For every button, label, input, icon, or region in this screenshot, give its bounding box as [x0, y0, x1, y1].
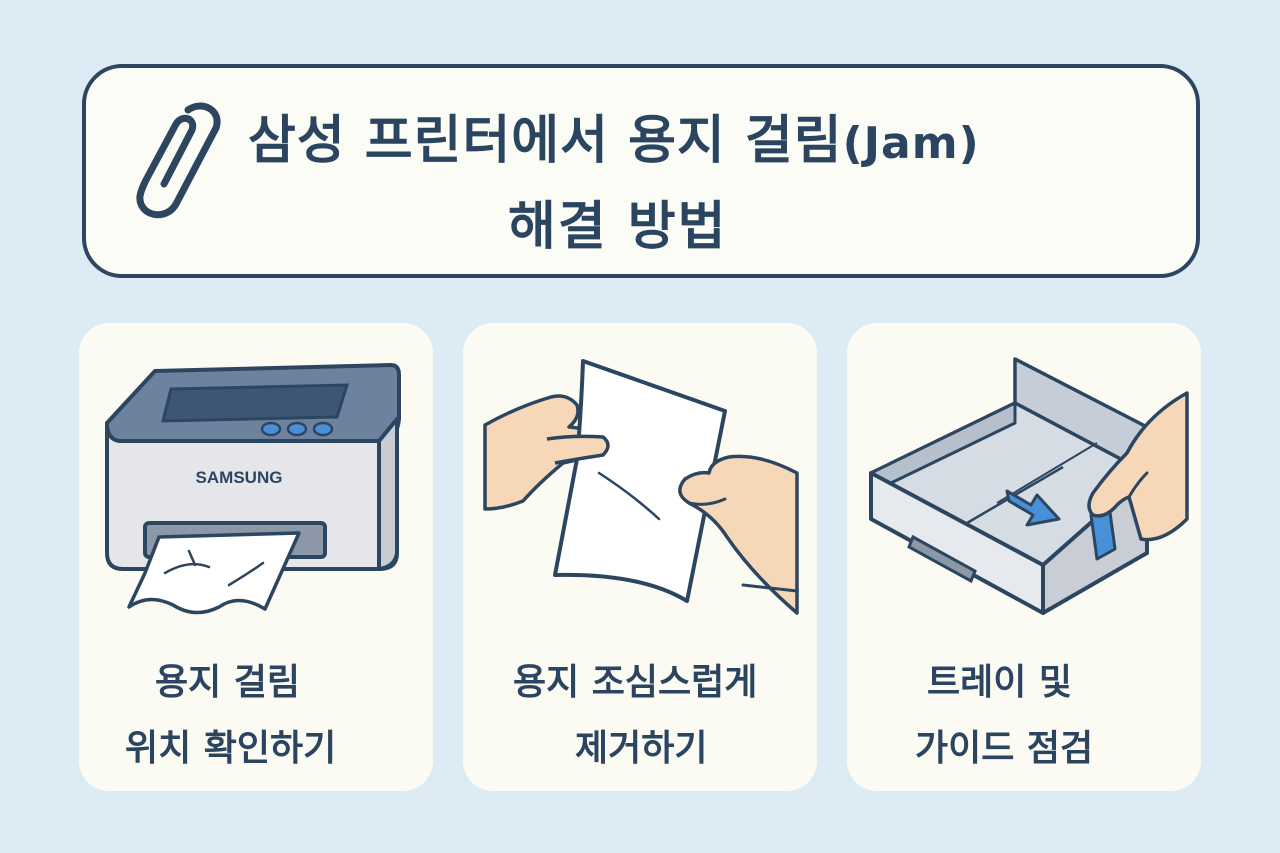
printer-paper-jam-icon: SAMSUNG [105, 363, 401, 615]
page-title-suffix: (Jam) [842, 118, 980, 169]
card1-caption-line-2: 위치 확인하기 [125, 728, 337, 769]
card3-caption-line-2: 가이드 점검 [915, 728, 1094, 769]
card1-caption-line-1: 용지 걸림 [155, 662, 301, 703]
paper-tray-guide-icon [869, 357, 1189, 615]
page-title-main: 삼성 프린터에서 용지 걸림 [248, 111, 843, 171]
printer-brand: SAMSUNG [196, 468, 283, 487]
page-title-line-1: 삼성 프린터에서 용지 걸림(Jam) [248, 98, 980, 173]
card2-caption-line-2: 제거하기 [575, 728, 708, 769]
title-panel [82, 64, 1200, 278]
page-title-line-2: 해결 방법 [508, 197, 728, 257]
hands-holding-paper-icon [483, 359, 799, 615]
card-remove-paper: 용지 조심스럽게 제거하기 [463, 323, 817, 791]
paperclip-icon [136, 102, 221, 219]
card-check-tray-guide: 트레이 및 가이드 점검 [847, 323, 1201, 791]
card3-caption-line-1: 트레이 및 [927, 662, 1073, 703]
card-check-jam-location: SAMSUNG 용지 걸림 위치 확인하기 [79, 323, 433, 791]
card2-caption-line-1: 용지 조심스럽게 [513, 662, 758, 703]
